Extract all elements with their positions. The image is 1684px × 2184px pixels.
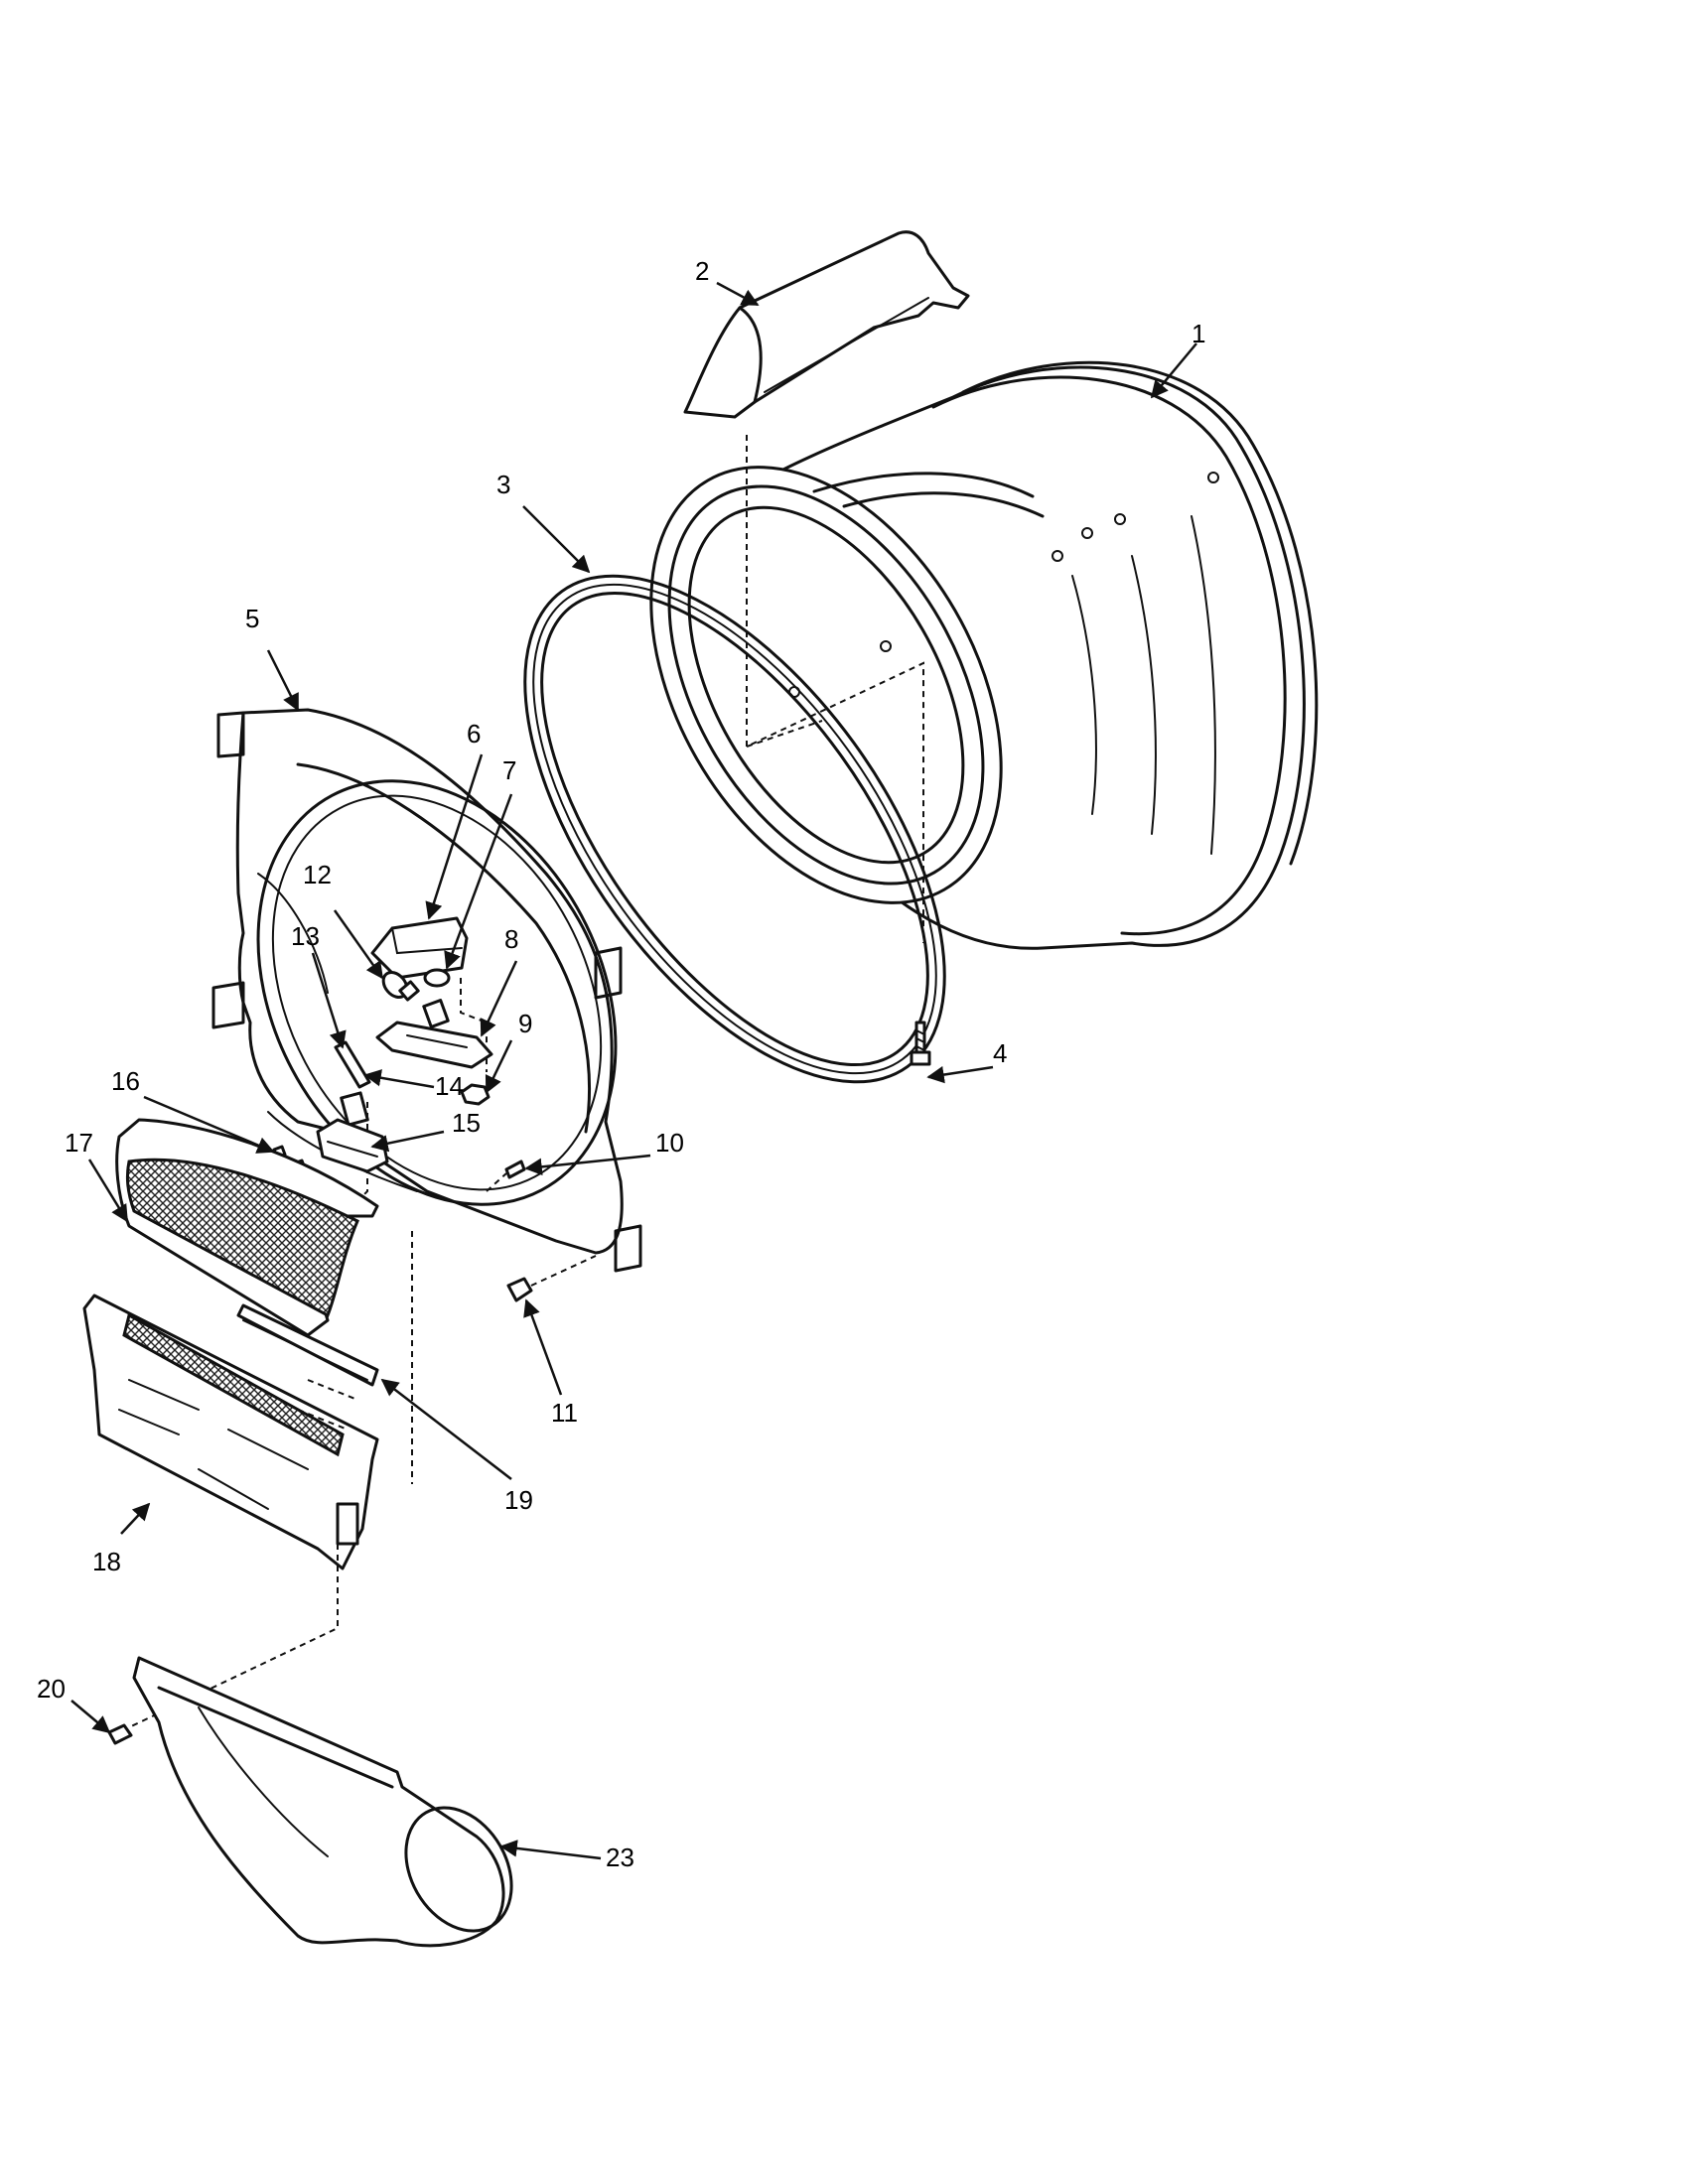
drum-baffle-part: [683, 230, 970, 419]
callout-4: 4: [993, 1038, 1007, 1068]
screw-part-4: [910, 1021, 931, 1066]
callout-16: 16: [111, 1066, 140, 1096]
callout-18: 18: [92, 1547, 121, 1576]
callout-2: 2: [695, 256, 709, 286]
callout-7: 7: [502, 755, 516, 785]
callout-5: 5: [245, 604, 259, 633]
callout-13: 13: [291, 921, 320, 951]
callout-20: 20: [37, 1674, 66, 1704]
lint-housing-part: [82, 1231, 413, 1728]
callout-leaders: [70, 281, 1197, 1860]
nut-part-9: [460, 1083, 491, 1106]
callout-17: 17: [65, 1128, 93, 1158]
screw-part-11: [506, 1255, 597, 1302]
gasket-strip-part: [236, 1303, 379, 1387]
screw-part-20: [107, 1723, 133, 1745]
screw-part-10: [486, 1160, 526, 1192]
lamp-bracket-part: [375, 1021, 493, 1069]
lint-screen-part: [115, 1118, 379, 1337]
callout-15: 15: [452, 1108, 481, 1138]
drum-part: [649, 360, 1319, 950]
callout-10: 10: [655, 1128, 684, 1158]
callout-3: 3: [496, 470, 510, 499]
callout-8: 8: [504, 924, 518, 954]
callout-6: 6: [467, 719, 481, 749]
callout-14: 14: [435, 1071, 464, 1101]
bulb-part: [381, 970, 420, 1002]
callout-12: 12: [303, 860, 332, 889]
drum-seal-part: [523, 574, 946, 1084]
lamp-socket-part: [422, 968, 488, 1072]
callout-23: 23: [606, 1843, 634, 1872]
callout-19: 19: [504, 1485, 533, 1515]
exhaust-duct-part: [132, 1656, 513, 1948]
callout-labels: 1 2 3 4 5 6 7 8 9 10 11 12 13 14 15 16 1…: [37, 256, 1205, 1872]
callout-9: 9: [518, 1009, 532, 1038]
switch-part-14: [340, 1091, 369, 1212]
switch-bracket-part: [316, 1118, 389, 1173]
callout-1: 1: [1192, 319, 1205, 348]
callout-11: 11: [551, 1398, 578, 1428]
